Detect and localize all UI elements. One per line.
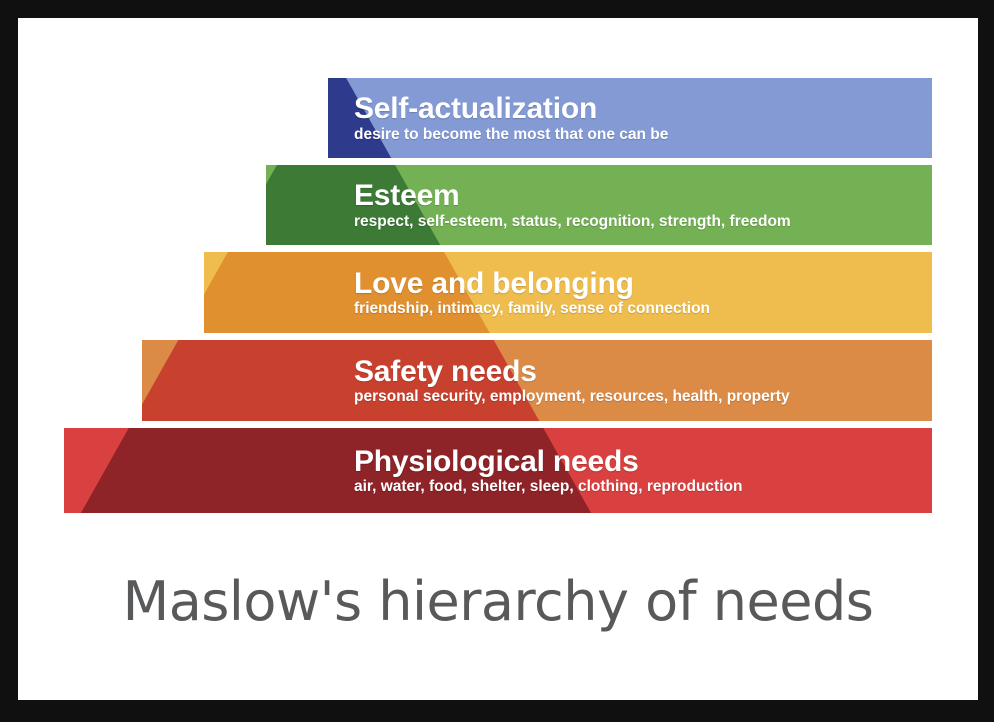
pyramid-tier-self-actualization: Self-actualization desire to become the … [328, 78, 932, 158]
diagram-canvas: Self-actualization desire to become the … [18, 18, 978, 700]
tier-text-block: Safety needs personal security, employme… [142, 340, 932, 421]
tier-text-block: Self-actualization desire to become the … [328, 78, 932, 158]
tier-title: Self-actualization [354, 92, 598, 126]
tier-text-block: Love and belonging friendship, intimacy,… [204, 252, 932, 333]
tier-text-block: Physiological needs air, water, food, sh… [64, 428, 932, 513]
tier-title: Love and belonging [354, 266, 634, 300]
maslow-pyramid: Self-actualization desire to become the … [18, 18, 978, 558]
tier-title: Esteem [354, 179, 460, 213]
tier-subtitle: friendship, intimacy, family, sense of c… [354, 300, 711, 318]
tier-subtitle: personal security, employment, resources… [354, 388, 790, 406]
tier-subtitle: respect, self-esteem, status, recognitio… [354, 212, 791, 230]
pyramid-tier-safety-needs: Safety needs personal security, employme… [142, 340, 932, 421]
tier-text-block: Esteem respect, self-esteem, status, rec… [266, 165, 932, 245]
pyramid-tier-esteem: Esteem respect, self-esteem, status, rec… [266, 165, 932, 245]
pyramid-tier-love-and-belonging: Love and belonging friendship, intimacy,… [204, 252, 932, 333]
tier-subtitle: air, water, food, shelter, sleep, clothi… [354, 478, 743, 496]
tier-subtitle: desire to become the most that one can b… [354, 125, 669, 143]
tier-title: Physiological needs [354, 444, 639, 478]
tier-title: Safety needs [354, 354, 537, 388]
pyramid-tier-physiological-needs: Physiological needs air, water, food, sh… [64, 428, 932, 513]
page-title: Maslow's hierarchy of needs [122, 570, 874, 633]
